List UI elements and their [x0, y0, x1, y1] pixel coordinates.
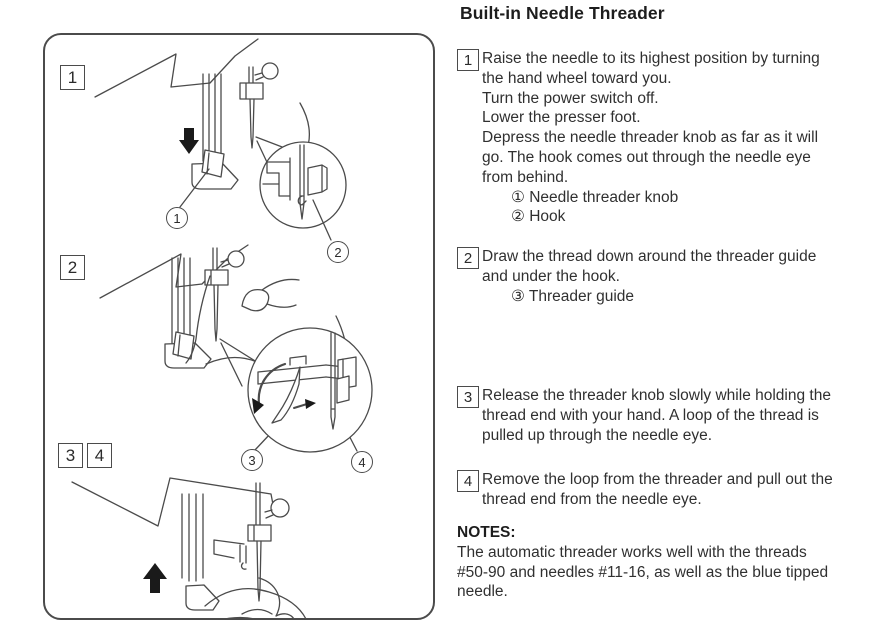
leader-line-1	[179, 168, 210, 208]
figure-panel: 1 2 3 4 1 2 3 4	[43, 33, 435, 620]
figure-step-badge-2: 2	[60, 255, 85, 280]
illustration-step-2	[99, 244, 373, 453]
part-callout-2: 2	[327, 241, 349, 263]
magnifier-circle-2	[247, 327, 373, 453]
step-4-line: thread end from the needle eye.	[482, 490, 702, 508]
step-1-line: the hand wheel toward you.	[482, 69, 672, 87]
step-1-legend: ① Needle threader knob	[511, 188, 679, 206]
notes-line: #50-90 and needles #11-16, as well as th…	[457, 563, 829, 581]
notes-line: needle.	[457, 583, 508, 601]
down-arrow-icon	[179, 128, 199, 154]
step-3-instruction: 3 Release the threader knob slowly while…	[457, 386, 879, 445]
step-2-line: Draw the thread down around the threader…	[482, 248, 817, 265]
step-3-line: Release the threader knob slowly while h…	[482, 387, 831, 404]
figure-step-badge-4: 4	[87, 443, 112, 468]
figure-step-badge-3: 3	[58, 443, 83, 468]
rotate-arrow-icon	[252, 398, 264, 414]
step-1-legend: ② Hook	[511, 208, 566, 226]
page-title: Built-in Needle Threader	[460, 3, 665, 23]
step-1-line: from behind.	[482, 168, 569, 186]
step-3-number-box: 3	[457, 386, 479, 408]
step-2-line: and under the hook.	[482, 267, 620, 285]
notes-section: NOTES: The automatic threader works well…	[457, 523, 879, 602]
step-4-line: Remove the loop from the threader and pu…	[482, 471, 833, 488]
step-1-line: Lower the presser foot.	[482, 109, 641, 127]
leader-line-2	[312, 199, 332, 241]
step-1-instruction: 1 Raise the needle to its highest positi…	[457, 49, 879, 227]
step-3-line: pulled up through the needle eye.	[482, 426, 713, 444]
right-arrow-icon	[305, 399, 316, 409]
part-callout-3: 3	[241, 449, 263, 471]
illustration-steps-3-4	[71, 477, 308, 620]
step-1-line: go. The hook comes out through the needl…	[482, 148, 811, 166]
illustration-step-1	[94, 38, 347, 241]
step-1-line: Depress the needle threader knob as far …	[482, 129, 819, 147]
part-callout-1: 1	[166, 207, 188, 229]
notes-line: The automatic threader works well with t…	[457, 543, 807, 561]
step-1-line: Raise the needle to its highest position…	[482, 50, 820, 67]
step-4-number-box: 4	[457, 470, 479, 492]
notes-heading: NOTES:	[457, 524, 516, 541]
figure-step-badge-1: 1	[60, 65, 85, 90]
step-2-legend: ③ Threader guide	[511, 287, 635, 305]
needle-threader-illustrations	[71, 38, 373, 620]
up-arrow-icon	[143, 563, 167, 593]
magnifier-circle-1	[259, 141, 347, 229]
step-1-number-box: 1	[457, 49, 479, 71]
step-2-number-box: 2	[457, 247, 479, 269]
step-3-line: thread end with your hand. A loop of the…	[482, 406, 819, 424]
step-1-line: Turn the power switch off.	[482, 89, 659, 107]
step-2-instruction: 2 Draw the thread down around the thread…	[457, 247, 879, 306]
part-callout-4: 4	[351, 451, 373, 473]
step-4-instruction: 4 Remove the loop from the threader and …	[457, 470, 879, 510]
